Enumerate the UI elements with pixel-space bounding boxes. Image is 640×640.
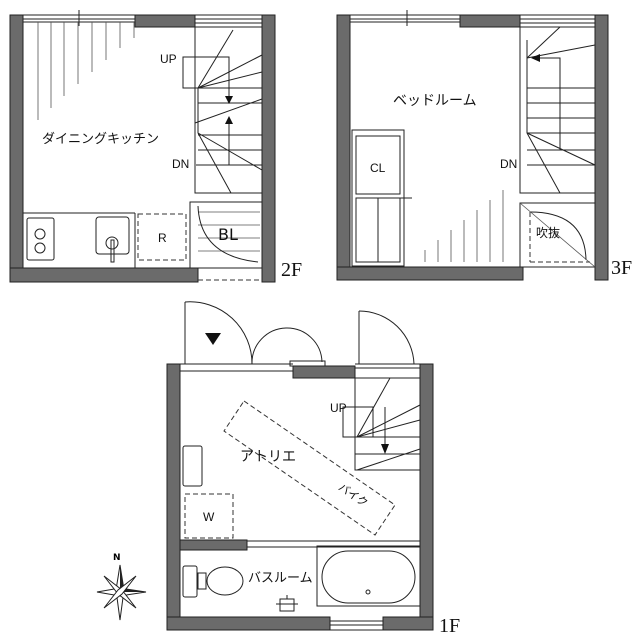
floor-2f: UP DN ダイニングキッチン R BL 2F bbox=[9, 10, 302, 283]
floor-label-3f: 3F bbox=[611, 257, 632, 279]
wall bbox=[166, 363, 181, 631]
bike-label: バイク bbox=[336, 481, 370, 510]
floor-label-1f: 1F bbox=[439, 615, 460, 637]
washer-label: W bbox=[203, 510, 215, 524]
slope-lines bbox=[424, 190, 504, 262]
floor-3f: ベッドルーム DN CL 吹抜 3F bbox=[336, 10, 632, 281]
balcony bbox=[189, 201, 263, 281]
closet bbox=[351, 129, 412, 267]
void-label: 吹抜 bbox=[536, 226, 560, 240]
stove-icon bbox=[26, 217, 55, 261]
wall bbox=[179, 539, 248, 551]
toilet-icon bbox=[182, 565, 198, 598]
room-label-dining-kitchen: ダイニングキッチン bbox=[42, 132, 159, 147]
bathtub-icon bbox=[316, 545, 421, 607]
window bbox=[23, 10, 262, 26]
wall bbox=[134, 14, 196, 28]
wall bbox=[166, 616, 331, 631]
balcony-label: BL bbox=[218, 225, 238, 244]
compass-icon: N bbox=[96, 553, 147, 621]
staircase bbox=[342, 377, 421, 471]
wall bbox=[336, 14, 351, 281]
stair-up-label: UP bbox=[330, 401, 347, 415]
room-label-atelier: アトリエ bbox=[240, 449, 296, 465]
entrance-doors[interactable] bbox=[180, 301, 415, 372]
wall bbox=[9, 14, 24, 283]
wall bbox=[292, 365, 356, 379]
kitchen-counter bbox=[23, 212, 136, 268]
stair-down-label: DN bbox=[172, 157, 189, 171]
window bbox=[350, 10, 595, 26]
entrance-arrow-icon bbox=[205, 333, 221, 345]
floor-label-2f: 2F bbox=[281, 259, 302, 281]
wall bbox=[594, 14, 609, 281]
window bbox=[330, 363, 420, 631]
wall bbox=[9, 267, 199, 283]
faucet-icon bbox=[279, 598, 295, 612]
bathroom-fixtures bbox=[182, 545, 421, 612]
wall bbox=[382, 616, 434, 631]
refrigerator-space bbox=[137, 213, 187, 261]
door-swing[interactable] bbox=[197, 205, 259, 263]
bike-parking-area bbox=[223, 400, 396, 536]
wall bbox=[419, 363, 434, 631]
room-label-bedroom: ベッドルーム bbox=[393, 93, 477, 109]
wall bbox=[336, 266, 524, 281]
room-label-bathroom: バスルーム bbox=[248, 571, 313, 586]
refrigerator-label: R bbox=[158, 231, 167, 245]
staircase bbox=[519, 26, 596, 194]
hand-sink-icon bbox=[182, 445, 203, 487]
wall bbox=[459, 14, 521, 28]
staircase bbox=[182, 26, 263, 194]
ceiling-slope-lines bbox=[37, 22, 135, 120]
stair-down-label: DN bbox=[500, 157, 517, 171]
void bbox=[519, 202, 596, 268]
washer-space bbox=[184, 493, 234, 539]
north-label: N bbox=[113, 553, 121, 563]
wall bbox=[261, 14, 276, 283]
floor-1f: UP アトリエ バイク W バスルーム 1F bbox=[166, 301, 460, 637]
sink-icon bbox=[95, 216, 130, 255]
stair-up-label: UP bbox=[160, 52, 177, 66]
closet-label: CL bbox=[370, 161, 386, 175]
